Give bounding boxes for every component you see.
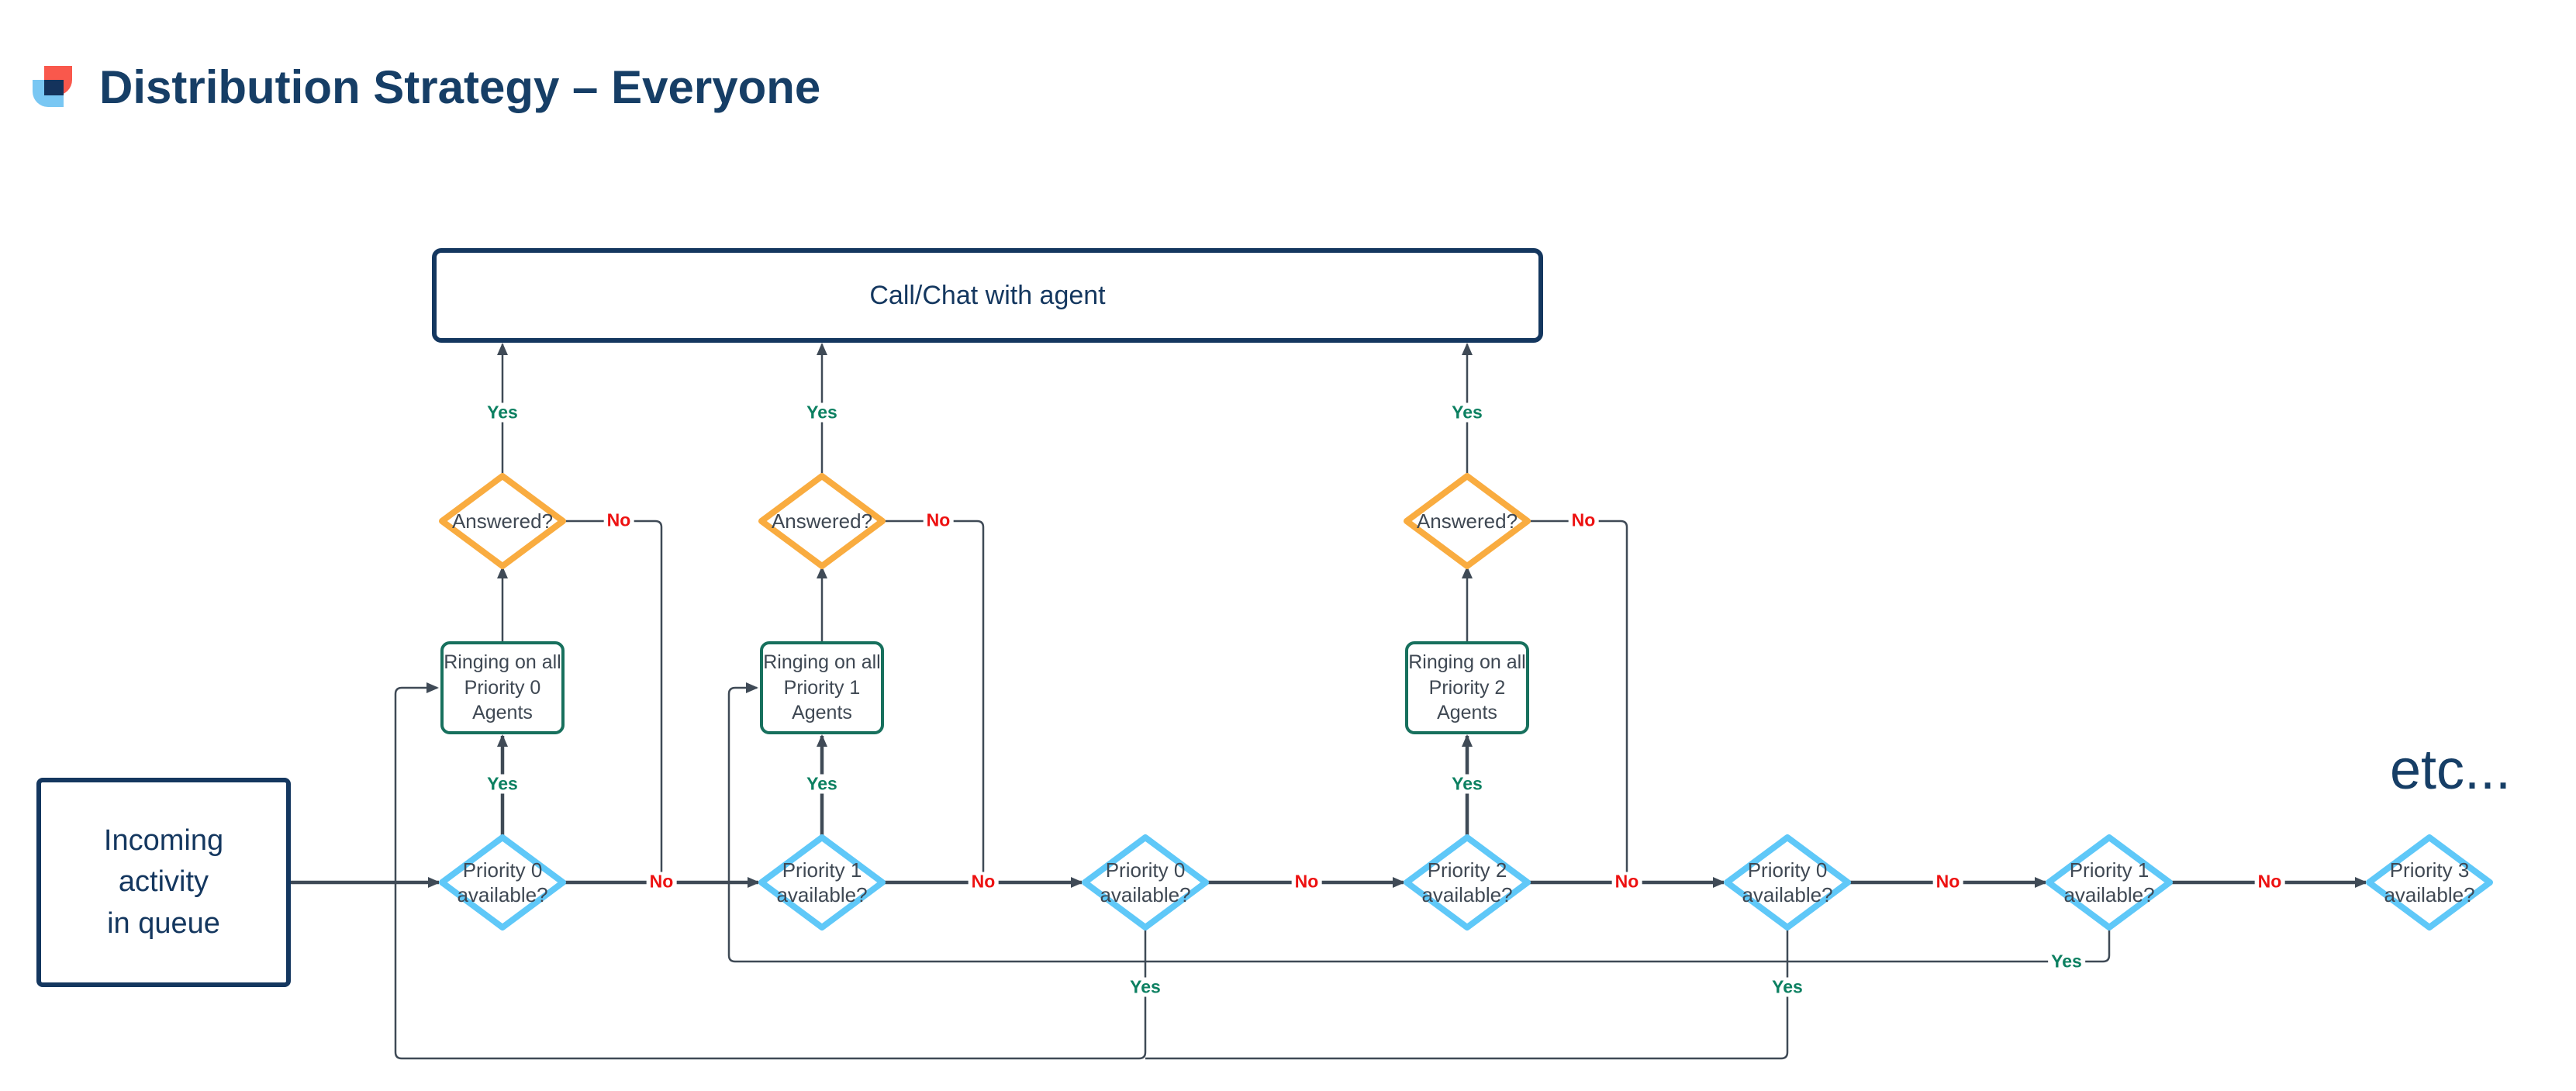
label-priority0-no: No [646, 872, 677, 892]
label-priority0b-yes: Yes [1127, 977, 1164, 997]
node-ringing-priority0-agents[interactable]: Ringing on all Priority 0 Agents [440, 641, 565, 734]
edge-priority0b-yes-rail-to-ringing0 [394, 682, 1147, 1060]
label-answered1-yes: Yes [484, 402, 521, 423]
label-priority0c-no: No [1932, 872, 1963, 892]
label-answered3-no: No [1568, 510, 1599, 530]
priority1-diamond-1[interactable] [758, 834, 886, 930]
label-priority2-no: No [1611, 872, 1642, 892]
label-priority2-yes: Yes [1449, 774, 1486, 794]
label-priority1-yes: Yes [803, 774, 841, 794]
answered-diamond-1[interactable] [439, 473, 566, 569]
label-answered1-no: No [603, 510, 634, 530]
priority0-diamond-3[interactable] [1724, 834, 1851, 930]
edge-priority1b-yes-rail-to-ringing1 [727, 682, 2111, 963]
node-ringing-priority2-agents[interactable]: Ringing on all Priority 2 Agents [1405, 641, 1529, 734]
priority0-diamond-1[interactable] [439, 834, 566, 930]
label-priority1b-yes: Yes [2048, 951, 2085, 972]
label-priority0-yes: Yes [484, 774, 521, 794]
label-priority0b-no: No [1291, 872, 1322, 892]
app-logo-icon [33, 66, 76, 108]
node-incoming-activity[interactable]: Incoming activity in queue [36, 778, 291, 987]
priority3-diamond-1[interactable] [2366, 834, 2493, 930]
priority1-diamond-2[interactable] [2046, 834, 2173, 930]
priority2-diamond-1[interactable] [1404, 834, 1531, 930]
page-title: Distribution Strategy – Everyone [99, 61, 821, 113]
label-answered2-yes: Yes [803, 402, 841, 423]
logo-navy-shape [44, 80, 64, 95]
edge-answered2-no-loop [882, 520, 985, 879]
edge-answered3-no-loop [1528, 520, 1628, 879]
label-priority1-no: No [968, 872, 999, 892]
label-priority0c-yes: Yes [1769, 977, 1806, 997]
edge-priority0c-yes-rail-join [1145, 927, 1789, 1060]
answered-diamond-3[interactable] [1404, 473, 1531, 569]
label-priority1b-no: No [2254, 872, 2285, 892]
label-answered3-yes: Yes [1449, 402, 1486, 423]
node-call-chat-with-agent[interactable]: Call/Chat with agent [432, 248, 1543, 343]
priority0-diamond-2[interactable] [1082, 834, 1209, 930]
node-ringing-priority1-agents[interactable]: Ringing on all Priority 1 Agents [760, 641, 884, 734]
edge-answered1-no-loop [563, 520, 663, 879]
answered-diamond-2[interactable] [758, 473, 886, 569]
etc-note: etc... [2389, 739, 2512, 801]
label-answered2-no: No [923, 510, 954, 530]
